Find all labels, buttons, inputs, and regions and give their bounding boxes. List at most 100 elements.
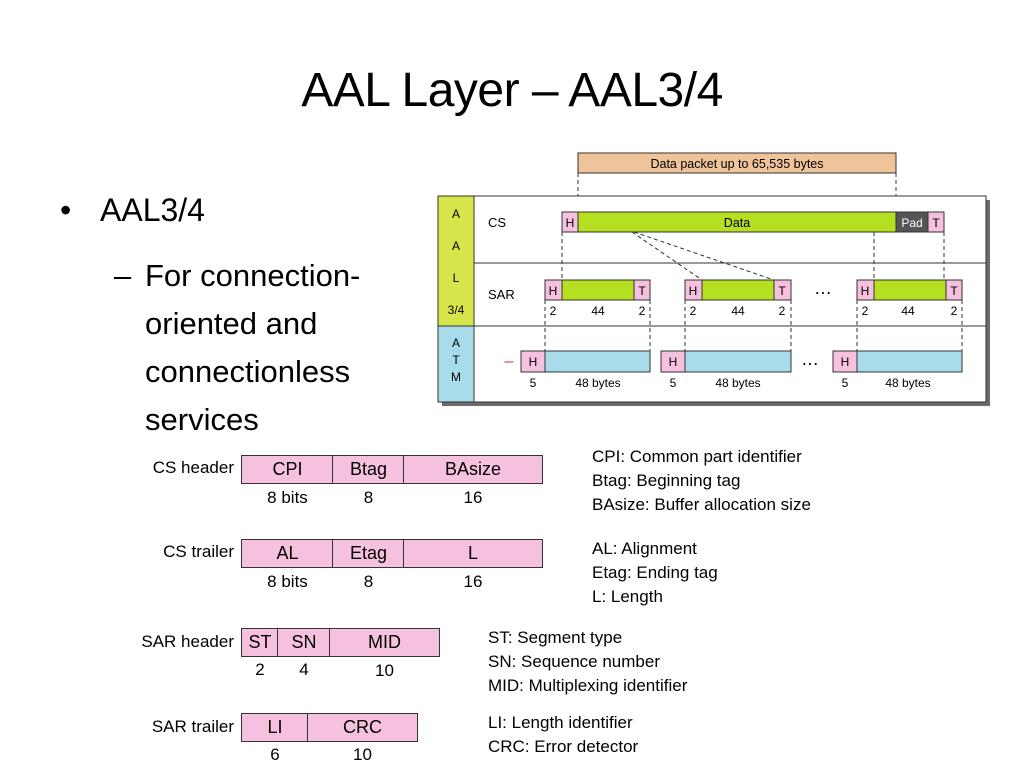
legend-line: CRC: Error detector (488, 737, 639, 756)
sar-trailer-box (945, 279, 963, 301)
sar-trailer-letter: T (638, 284, 646, 298)
atm-size: 48 bytes (575, 376, 620, 390)
atm-payload-box (684, 350, 792, 373)
legend-line: Btag: Beginning tag (592, 471, 741, 490)
legend-line: ST: Segment type (488, 628, 623, 647)
atm-ellipsis: … (801, 349, 819, 369)
atm-header-letter: H (841, 355, 850, 369)
guide-line (631, 231, 703, 281)
bullet-item-aal34: • AAL3/4 (60, 192, 205, 229)
sar-trailer-row-label: SAR trailer (151, 717, 234, 736)
atm-header-letter: H (529, 355, 538, 369)
sar-size: 2 (779, 304, 786, 318)
legend-line: SN: Sequence number (488, 652, 660, 671)
side-letter: A (452, 239, 460, 253)
sub-bullet-item: – For connection-oriented and connection… (114, 252, 414, 444)
sar-size: 2 (550, 304, 557, 318)
sub-bullet-dash: – (114, 258, 132, 293)
sar-trailer-box (633, 279, 651, 301)
cs-header-row-label: CS header (152, 458, 234, 477)
data-packet-label: Data packet up to 65,535 bytes (650, 157, 823, 171)
cs-trailer-cell-l: L (403, 539, 543, 568)
legend-line: LI: Length identifier (488, 713, 633, 732)
sar-trailer-cell-li: LI (241, 713, 309, 742)
sar-header-row-label: SAR header (141, 632, 234, 651)
sar-header-letter: H (861, 284, 870, 298)
sar-size: 44 (901, 304, 915, 318)
side-letter: T (452, 353, 460, 367)
legend-line: Etag: Ending tag (592, 563, 718, 582)
sar-trailer-size: 10 (353, 745, 372, 764)
cs-trailer-box (927, 211, 945, 233)
sar-header-size: 2 (255, 660, 265, 679)
cs-header-size: 8 bits (267, 488, 308, 507)
cs-trailer-letter: T (932, 216, 940, 230)
sar-trailer-box (773, 279, 792, 301)
atm-size: 5 (530, 376, 537, 390)
sar-header-legend: ST: Segment type SN: Sequence number MID… (488, 626, 687, 698)
cs-trailer-cell-al: AL (241, 539, 334, 568)
atm-payload-box (856, 350, 963, 373)
side-letter: M (451, 370, 461, 384)
legend-line: CPI: Common part identifier (592, 447, 802, 466)
cs-header-size: 16 (463, 488, 483, 507)
atm-side-bar (437, 325, 475, 403)
cs-trailer-row-label: CS trailer (163, 542, 234, 561)
atm-header-letter: H (669, 355, 678, 369)
atm-dash-mark: – (505, 353, 514, 370)
legend-line: MID: Multiplexing identifier (488, 676, 688, 695)
cs-header-size: 8 (363, 488, 374, 507)
bullet-dot-icon: • (60, 192, 72, 228)
atm-size: 48 bytes (715, 376, 760, 390)
cs-layer-label: CS (488, 215, 506, 230)
cs-trailer-size: 16 (463, 572, 483, 591)
legend-line: BAsize: Buffer allocation size (592, 495, 811, 514)
cs-trailer-size: 8 bits (267, 572, 308, 591)
sar-header-letter: H (689, 284, 698, 298)
sar-trailer-size: 6 (270, 745, 280, 764)
guide-line (633, 231, 775, 281)
sar-size: 2 (862, 304, 869, 318)
bullet-text: AAL3/4 (100, 192, 205, 228)
sub-bullet-text: For connection-oriented and connectionle… (145, 258, 361, 437)
legend-line: L: Length (592, 587, 663, 606)
cs-header-legend: CPI: Common part identifier Btag: Beginn… (592, 445, 811, 517)
side-letter: L (453, 271, 460, 285)
cs-header-letter: H (566, 216, 575, 230)
sar-ellipsis: … (814, 278, 832, 298)
atm-size: 5 (670, 376, 677, 390)
slide-title: AAL Layer – AAL3/4 (301, 64, 723, 117)
side-letter: 3/4 (448, 303, 465, 317)
sar-header-cell-sn: SN (277, 628, 331, 657)
sar-trailer-legend: LI: Length identifier CRC: Error detecto… (488, 711, 638, 759)
cs-trailer-cell-etag: Etag (332, 539, 405, 568)
sar-header-letter: H (549, 284, 558, 298)
atm-payload-box (544, 350, 651, 373)
cs-trailer-size: 8 (363, 572, 374, 591)
cs-header-cell-btag: Btag (332, 455, 405, 484)
data-packet-bar (577, 152, 897, 174)
sar-header-size: 10 (375, 661, 394, 680)
sar-trailer-cell-crc: CRC (307, 713, 418, 742)
sar-trailer-letter: T (950, 284, 958, 298)
side-letter: A (452, 336, 460, 350)
sar-size: 2 (690, 304, 697, 318)
sar-size: 2 (639, 304, 646, 318)
cs-header-cell-basize: BAsize (403, 455, 543, 484)
sar-size: 2 (951, 304, 958, 318)
sar-header-size: 4 (299, 660, 309, 679)
sar-size: 44 (731, 304, 745, 318)
cs-trailer-legend: AL: Alignment Etag: Ending tag L: Length (592, 537, 718, 609)
atm-size: 5 (842, 376, 849, 390)
sar-trailer-letter: T (778, 284, 786, 298)
sar-header-cell-st: ST (241, 628, 279, 657)
atm-size: 48 bytes (885, 376, 930, 390)
cs-pad-label: Pad (901, 216, 922, 230)
aal-side-bar (437, 195, 475, 327)
sar-size: 44 (591, 304, 605, 318)
side-letter: A (452, 207, 460, 221)
legend-line: AL: Alignment (592, 539, 697, 558)
sar-header-cell-mid: MID (329, 628, 440, 657)
